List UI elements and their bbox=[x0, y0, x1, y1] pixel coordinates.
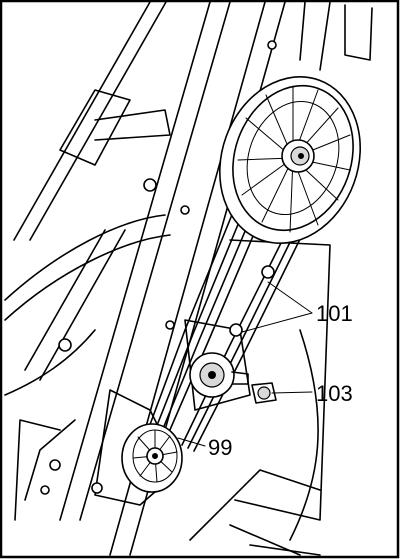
large-pulley bbox=[218, 76, 362, 244]
idler-pulley bbox=[184, 265, 275, 411]
callout-103: 103 bbox=[316, 381, 353, 406]
small-pulley bbox=[91, 389, 183, 506]
bolt-103 bbox=[251, 382, 277, 404]
drive-belt bbox=[147, 199, 305, 452]
callout-99: 99 bbox=[208, 435, 232, 460]
leader-lines bbox=[177, 281, 313, 447]
frame-left bbox=[4, 1, 171, 521]
callout-101: 101 bbox=[316, 301, 353, 326]
